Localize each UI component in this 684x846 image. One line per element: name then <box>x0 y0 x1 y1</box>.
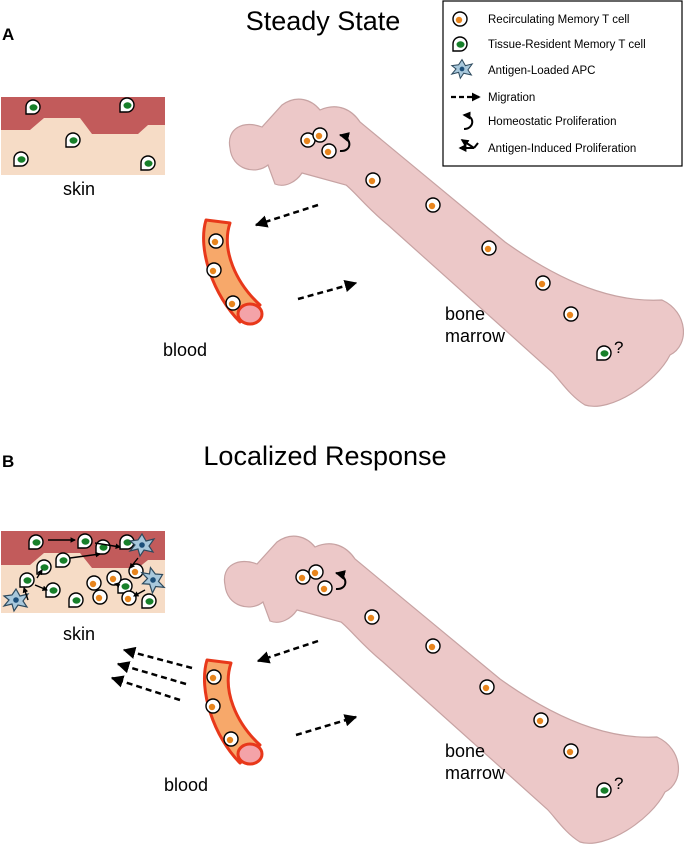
legend: Recirculating Memory T cell Tissue-Resid… <box>442 0 683 167</box>
recirculating-cell <box>317 580 333 596</box>
tissue-resident-cell <box>140 155 156 171</box>
bone-cells-b <box>295 564 612 798</box>
tissue-resident-cell <box>13 151 29 167</box>
migration-arrow-bone-to-blood <box>256 639 319 664</box>
recirculating-cell <box>425 197 441 213</box>
question-mark-a: ? <box>614 338 623 357</box>
recirculating-cell <box>206 262 222 278</box>
panel-b-letter: B <box>2 452 14 471</box>
tissue-resident-cell <box>55 552 71 568</box>
bone-label-a-line2: marrow <box>445 326 506 346</box>
migration-arrow-blood-to-skin <box>122 646 193 670</box>
bone-label-b-line1: bone <box>445 741 485 761</box>
legend-label: Recirculating Memory T cell <box>488 14 629 26</box>
recirculating-cell <box>106 570 122 586</box>
tissue-resident-cell <box>25 99 41 115</box>
bone-cells-a <box>300 127 612 361</box>
skin-label-b: skin <box>63 624 95 644</box>
skin-label-a: skin <box>63 179 95 199</box>
tissue-resident-cell <box>68 592 84 608</box>
blood-label-b: blood <box>164 775 208 795</box>
tissue-resident-cell <box>19 572 35 588</box>
legend-label: Antigen-Induced Proliferation <box>488 143 636 155</box>
antigen-induced-proliferation-icon <box>458 139 479 152</box>
recirculating-cell <box>121 590 137 606</box>
migration-arrow-blood-to-skin <box>110 675 181 702</box>
tissue-resident-cell <box>141 593 157 609</box>
vessel-lumen <box>236 742 264 766</box>
blood-vessel-b <box>202 658 264 766</box>
blood-vessel-a <box>202 218 264 326</box>
legend-label: Migration <box>488 92 535 104</box>
tissue-resident-cell <box>596 782 612 798</box>
legend-label: Antigen-Loaded APC <box>488 65 595 77</box>
legend-box <box>442 0 683 167</box>
recirculating-cell <box>321 143 337 159</box>
recirculating-cell <box>86 575 102 591</box>
migration-arrow-blood-to-bone <box>297 279 358 301</box>
recirculating-cell <box>92 589 108 605</box>
panel-a-letter: A <box>2 25 14 44</box>
bone-a <box>228 98 684 407</box>
panel-b-title: Localized Response <box>203 441 446 471</box>
recirculating-cell <box>308 564 324 580</box>
tissue-resident-cell <box>596 345 612 361</box>
tissue-resident-cell <box>77 533 93 549</box>
recirculating-cell <box>205 698 221 714</box>
recirculating-cell <box>365 172 381 188</box>
recirculating-memory-t-cell-icon <box>452 11 468 27</box>
skin-block-a <box>1 97 165 175</box>
recirculating-cell <box>481 240 497 256</box>
recirculating-cell <box>295 569 311 585</box>
tissue-resident-cell <box>36 559 52 575</box>
recirculating-cell <box>425 638 441 654</box>
bone-label-a-line1: bone <box>445 304 485 324</box>
homeostatic-proliferation-arrow <box>339 132 351 153</box>
migration-arrow-blood-to-bone <box>295 714 358 737</box>
recirculating-cell <box>479 679 495 695</box>
tissue-resident-memory-t-cell-icon <box>452 36 468 52</box>
skin-block-b <box>1 531 170 613</box>
panel-a: A Steady State skin ? bone <box>1 6 684 407</box>
tissue-resident-cell <box>45 582 61 598</box>
recirculating-cell <box>206 669 222 685</box>
recirculating-cell <box>563 743 579 759</box>
legend-label: Tissue-Resident Memory T cell <box>488 39 646 51</box>
recirculating-cell <box>312 127 328 143</box>
panel-b: B Localized Response <box>1 441 679 844</box>
vessel-lumen <box>236 302 264 326</box>
migration-arrow-blood-to-skin <box>116 661 187 686</box>
panel-a-title: Steady State <box>246 6 401 36</box>
recirculating-cell <box>533 712 549 728</box>
blood-label-a: blood <box>163 340 207 360</box>
homeostatic-proliferation-arrow <box>335 570 347 591</box>
bone-b <box>223 535 679 844</box>
migration-arrow-bone-to-blood <box>254 203 319 228</box>
recirculating-cell <box>223 731 239 747</box>
recirculating-cell <box>563 306 579 322</box>
tissue-resident-cell <box>119 97 135 113</box>
homeostatic-proliferation-icon <box>462 111 474 130</box>
bone-label-b-line2: marrow <box>445 763 506 783</box>
recirculating-cell <box>535 275 551 291</box>
recirculating-cell <box>225 295 241 311</box>
recirculating-cell <box>364 609 380 625</box>
tissue-resident-cell <box>28 534 44 550</box>
question-mark-b: ? <box>614 774 623 793</box>
tissue-resident-cell <box>95 539 111 555</box>
tissue-resident-cell <box>65 132 81 148</box>
recirculating-cell <box>208 233 224 249</box>
legend-label: Homeostatic Proliferation <box>488 116 616 128</box>
